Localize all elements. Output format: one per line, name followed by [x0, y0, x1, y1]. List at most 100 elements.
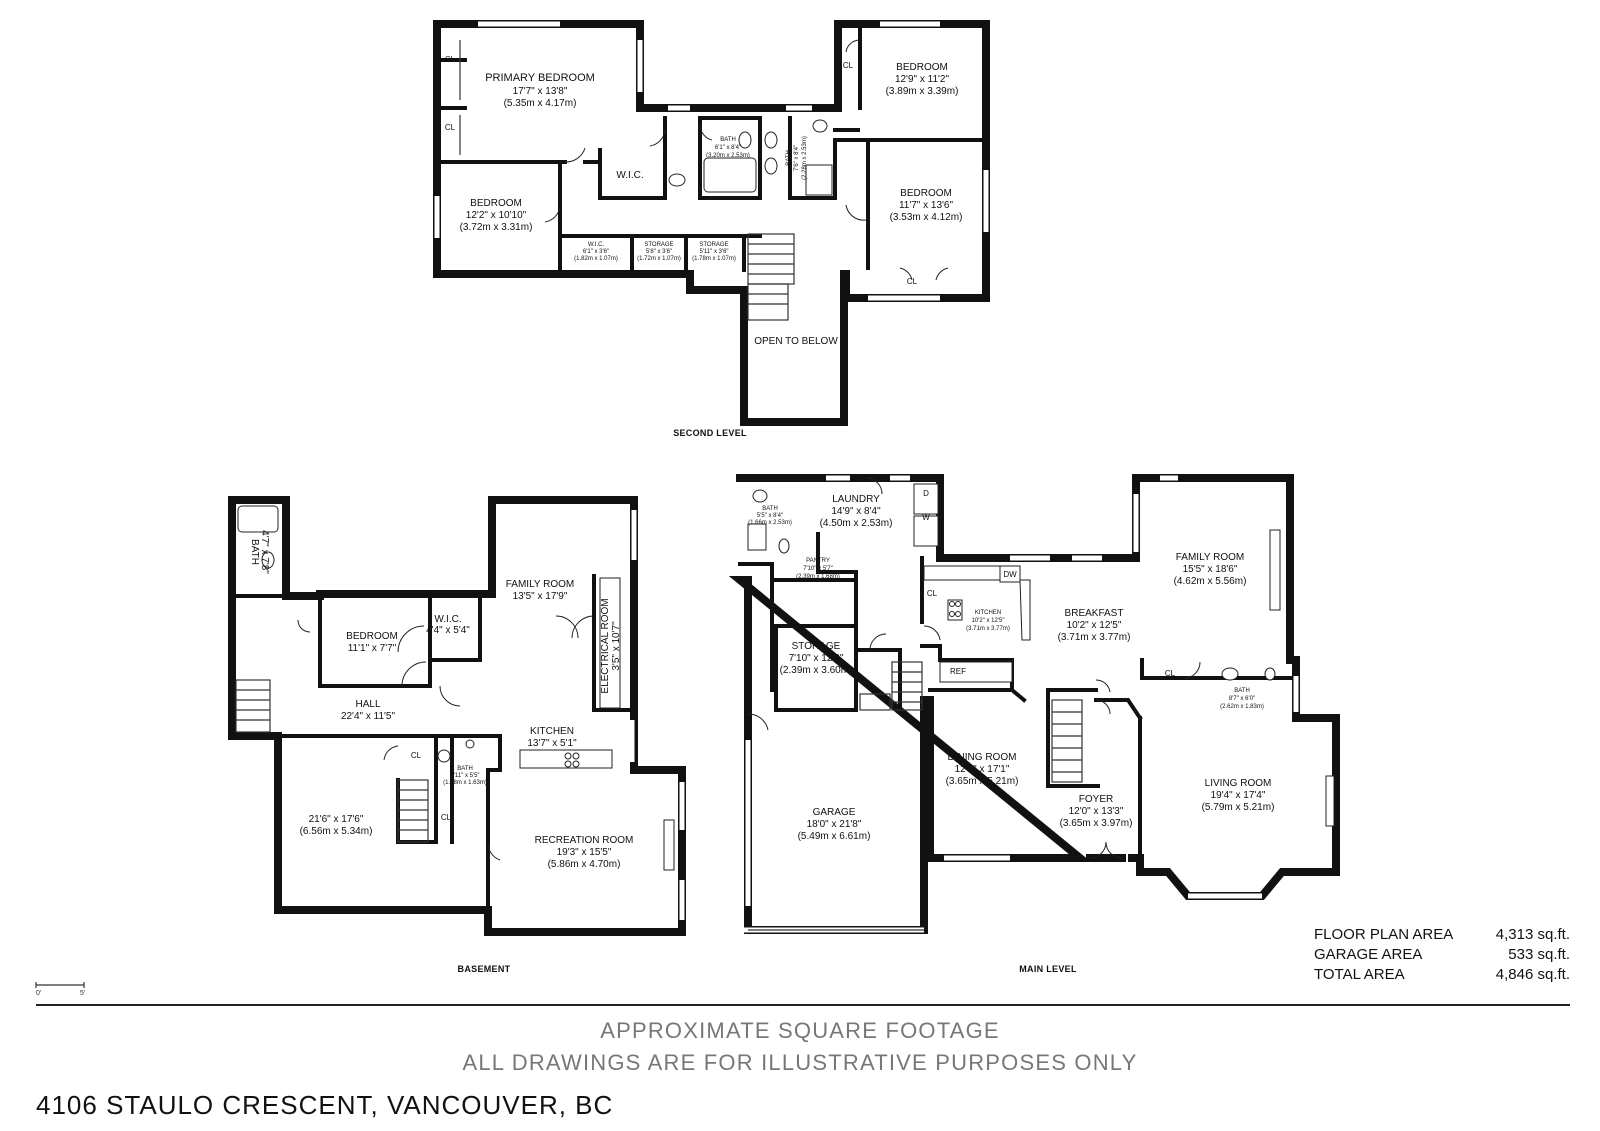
second-level-interior-wall — [435, 24, 988, 272]
basement-wic-name: W.I.C. — [434, 614, 461, 625]
main-bath-e-size: 8'7" x 6'0" — [1229, 696, 1255, 702]
bedroom-w-name: BEDROOM — [470, 198, 522, 209]
area-value: 4,313 sq.ft. — [1495, 926, 1570, 943]
pantry-size: 7'10" x 5'7" — [803, 566, 833, 572]
bedroom-ne-metric: (3.89m x 3.39m) — [886, 86, 959, 97]
area-row-floor-plan: FLOOR PLAN AREA 4,313 sq.ft. — [1314, 925, 1570, 945]
laundry-metric: (4.50m x 2.53m) — [820, 518, 893, 529]
basement-unnamed-room-size: 21'6" x 17'6" — [309, 814, 364, 825]
main-level-plan — [663, 474, 1340, 934]
closet-label: CL — [445, 55, 456, 64]
foyer-metric: (3.65m x 3.97m) — [1060, 818, 1133, 829]
basement-unnamed-room-metric: (6.56m x 5.34m) — [300, 826, 373, 837]
bedroom-ne-size: 12'9" x 11'2" — [895, 74, 950, 85]
washer-label: W — [922, 513, 930, 522]
second-level-labels: PRIMARY BEDROOM 17'7" x 13'8" (5.35m x 4… — [445, 55, 963, 438]
breakfast-size: 10'2" x 12'5" — [1067, 620, 1122, 631]
basement-bath-size: 4'7" x 7'8" — [259, 530, 270, 574]
living-room-metric: (5.79m x 5.21m) — [1202, 802, 1275, 813]
recreation-room-name: RECREATION ROOM — [535, 835, 634, 846]
bath2-size: 7'6" x 8'4" — [794, 145, 800, 171]
wic-big-label: W.I.C. — [616, 170, 643, 181]
breakfast-metric: (3.71m x 3.77m) — [1058, 632, 1131, 643]
closet-label: CL — [445, 123, 456, 132]
primary-bedroom-metric: (5.35m x 4.17m) — [504, 98, 577, 109]
main-storage-metric: (2.39m x 3.60m) — [780, 665, 853, 676]
wic-small-size: 6'1" x 3'6" — [583, 249, 609, 255]
area-label: TOTAL AREA — [1314, 966, 1405, 983]
scale-start-label: 0' — [36, 990, 41, 997]
bedroom-w-size: 12'2" x 10'10" — [466, 210, 527, 221]
primary-bedroom-size: 17'7" x 13'8" — [513, 86, 568, 97]
primary-bedroom-name: PRIMARY BEDROOM — [485, 72, 595, 84]
bedroom-e-size: 11'7" x 13'6" — [899, 200, 954, 211]
basement-family-room-size: 13'5" x 17'9" — [513, 591, 568, 602]
open-to-below-label: OPEN TO BELOW — [754, 336, 838, 347]
foyer-name: FOYER — [1079, 794, 1113, 805]
living-room-size: 19'4" x 17'4" — [1211, 790, 1266, 801]
bedroom-e-name: BEDROOM — [900, 188, 952, 199]
main-level-interior-wall — [738, 520, 1292, 860]
closet-label: CL — [1165, 669, 1176, 678]
basement-bath2-metric: (1.48m x 1.63m) — [443, 780, 487, 786]
bath2-name: BATH — [786, 150, 792, 166]
laundry-size: 14'9" x 8'4" — [831, 506, 881, 517]
area-value: 533 sq.ft. — [1508, 946, 1570, 963]
closet-label: CL — [411, 751, 422, 760]
hall-size: 22'4" x 11'5" — [341, 711, 396, 722]
basement-stairs — [235, 679, 429, 843]
main-family-room-name: FAMILY ROOM — [1176, 552, 1245, 563]
bath1-metric: (3.20m x 2.53m) — [706, 153, 750, 159]
basement-kitchen-size: 13'7" x 5'1" — [527, 738, 577, 749]
basement-bedroom-size: 11'1" x 7'7" — [348, 643, 397, 654]
bath1-size: 6'1" x 8'4" — [715, 145, 741, 151]
basement-title: BASEMENT — [458, 964, 511, 974]
electrical-room-size: 3'5" x 10'7" — [611, 621, 622, 671]
basement-plan — [228, 496, 686, 936]
pantry-metric: (2.39m x 1.68m) — [796, 574, 840, 580]
dining-room-size: 12'0" x 17'1" — [955, 764, 1010, 775]
basement-family-room-name: FAMILY ROOM — [506, 579, 575, 590]
main-level-stairs — [859, 661, 1083, 783]
main-bath-e-name: BATH — [1234, 688, 1250, 694]
dining-room-name: DINING ROOM — [948, 752, 1017, 763]
storage2-metric: (1.78m x 1.07m) — [692, 256, 736, 262]
second-level-exterior-wall — [433, 20, 990, 426]
basement-interior-wall — [230, 574, 632, 934]
area-summary: FLOOR PLAN AREA 4,313 sq.ft. GARAGE AREA… — [1314, 925, 1570, 985]
basement-exterior-wall — [228, 496, 686, 936]
dryer-label: D — [923, 489, 929, 498]
foyer-size: 12'0" x 13'3" — [1069, 806, 1124, 817]
electrical-room-name: ELECTRICAL ROOM — [600, 598, 611, 693]
basement-bath2-size: 4'11" x 5'5" — [450, 773, 479, 779]
closet-label: CL — [927, 589, 938, 598]
area-row-total: TOTAL AREA 4,846 sq.ft. — [1314, 965, 1570, 985]
area-label: GARAGE AREA — [1314, 946, 1423, 963]
bedroom-e-metric: (3.53m x 4.12m) — [890, 212, 963, 223]
garage-metric: (5.49m x 6.61m) — [798, 831, 871, 842]
storage1-name: STORAGE — [644, 242, 673, 248]
wic-small-metric: (1.82m x 1.07m) — [574, 256, 618, 262]
basement-bath2-name: BATH — [457, 766, 473, 772]
closet-label: CL — [441, 813, 452, 822]
pantry-name: PANTRY — [806, 558, 830, 564]
main-bath-nw-metric: (1.66m x 2.53m) — [748, 520, 792, 526]
main-level-title: MAIN LEVEL — [1019, 964, 1077, 974]
storage2-name: STORAGE — [699, 242, 728, 248]
bath1-name: BATH — [720, 137, 736, 143]
main-bath-nw-size: 5'5" x 8'4" — [757, 513, 783, 519]
main-level-labels: BATH 5'5" x 8'4" (1.66m x 2.53m) LAUNDRY… — [748, 489, 1274, 974]
basement-bedroom-name: BEDROOM — [346, 631, 398, 642]
garage-size: 18'0" x 21'8" — [807, 819, 862, 830]
area-label: FLOOR PLAN AREA — [1314, 926, 1454, 943]
footer-divider — [36, 1004, 1570, 1006]
second-level-plan — [433, 20, 990, 426]
storage1-metric: (1.72m x 1.07m) — [637, 256, 681, 262]
main-storage-name: STORAGE — [792, 641, 841, 652]
main-storage-size: 7'10" x 12'0" — [789, 653, 844, 664]
garage-name: GARAGE — [813, 807, 856, 818]
storage2-size: 5'11" x 3'6" — [699, 249, 728, 255]
basement-wic-size: 4'4" x 5'4" — [426, 625, 470, 636]
ref-label: REF — [950, 667, 966, 676]
